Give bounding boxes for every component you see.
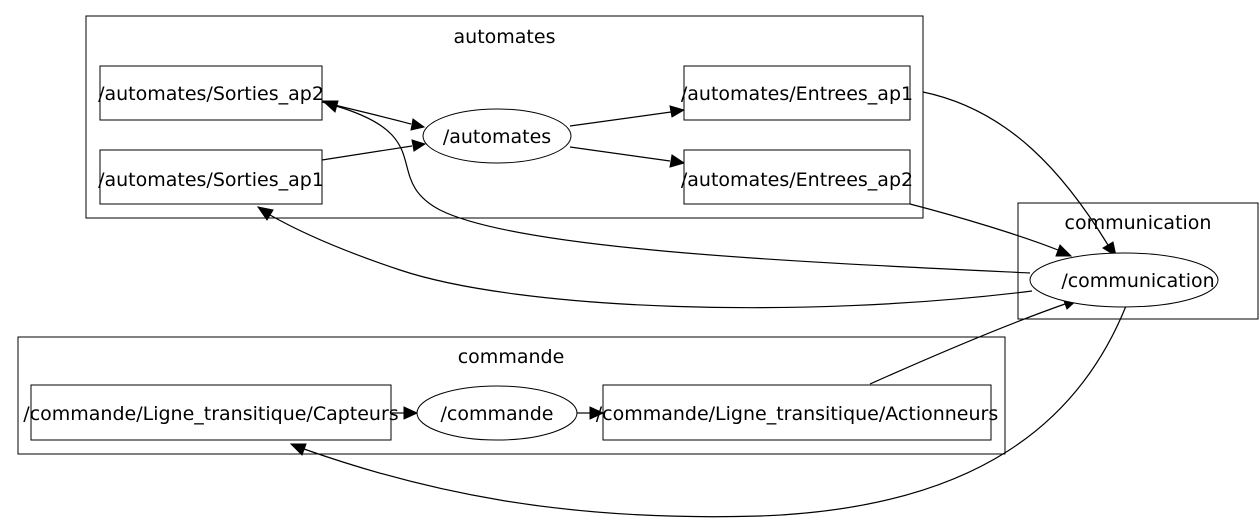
- cluster-automates-label: automates: [454, 26, 556, 48]
- node-sorties-ap1[interactable]: /automates/Sorties_ap1: [98, 149, 324, 205]
- node-capteurs[interactable]: /commande/Ligne_transitique/Capteurs: [23, 384, 399, 441]
- cluster-communication-box: [1017, 202, 1259, 320]
- node-entrees-ap2-box: [683, 149, 911, 205]
- cluster-automates-box: [85, 15, 924, 219]
- node-capteurs-box: [30, 384, 392, 441]
- node-capteurs-label: /commande/Ligne_transitique/Capteurs: [23, 403, 398, 425]
- edge-commande-to-actionneurs-arrow: [589, 406, 605, 420]
- node-commande-ellipse: [416, 385, 578, 441]
- node-sorties-ap2-box: [99, 65, 323, 121]
- cluster-communication-label: communication: [1065, 212, 1212, 234]
- edge-sorties-ap1-to-automates: [321, 139, 427, 161]
- node-entrees-ap2-label: /automates/Entrees_ap2: [681, 169, 913, 191]
- edge-sorties-ap1-to-automates-line: [321, 145, 413, 161]
- cluster-automates: automates: [85, 15, 924, 219]
- edge-automates-to-entrees-ap2-line: [569, 146, 671, 162]
- node-actionneurs-label: /commande/Ligne_transitique/Actionneurs: [596, 403, 999, 425]
- node-sorties-ap1-box: [99, 149, 323, 205]
- node-automates[interactable]: /automates: [422, 108, 572, 164]
- node-sorties-ap2-label: /automates/Sorties_ap2: [98, 83, 324, 105]
- node-entrees-ap1[interactable]: /automates/Entrees_ap1: [681, 65, 913, 121]
- edge-communication-to-capteurs: [289, 305, 1127, 518]
- node-entrees-ap1-box: [683, 65, 911, 121]
- edge-communication-to-sorties-ap2: [321, 100, 1031, 274]
- node-entrees-ap1-label: /automates/Entrees_ap1: [681, 83, 913, 105]
- edge-entrees-ap2-to-communication-line: [909, 203, 1059, 251]
- edge-sorties-ap1-to-automates-arrow: [411, 139, 427, 152]
- edge-commande-to-actionneurs: [576, 406, 605, 420]
- edge-actionneurs-to-communication: [869, 297, 1080, 385]
- edge-automates-to-entrees-ap1-arrow: [669, 105, 686, 118]
- edge-entrees-ap2-to-communication-arrow: [1055, 244, 1073, 257]
- edge-communication-to-sorties-ap2-line: [335, 105, 1031, 274]
- node-sorties-ap1-label: /automates/Sorties_ap1: [98, 169, 324, 191]
- edge-communication-to-sorties-ap1-arrow: [256, 206, 274, 221]
- edge-actionneurs-to-communication-line: [869, 303, 1066, 385]
- edge-entrees-ap1-to-communication-arrow: [1102, 241, 1117, 258]
- node-automates-ellipse: [422, 108, 572, 164]
- edge-automates-to-entrees-ap2: [569, 146, 686, 168]
- node-sorties-ap2[interactable]: /automates/Sorties_ap2: [98, 65, 324, 121]
- edge-automates-to-entrees-ap2-arrow: [669, 154, 686, 168]
- edge-entrees-ap1-to-communication-line: [922, 91, 1109, 246]
- node-actionneurs[interactable]: /commande/Ligne_transitique/Actionneurs: [596, 384, 999, 441]
- edge-communication-to-sorties-ap1: [256, 206, 1033, 309]
- edge-capteurs-to-commande: [391, 406, 419, 420]
- node-commande[interactable]: /commande: [416, 385, 578, 441]
- node-commande-label: /commande: [441, 403, 554, 425]
- cluster-commande: commande: [17, 336, 1006, 455]
- cluster-commande-box: [17, 336, 1006, 455]
- edges: [256, 91, 1127, 518]
- edge-communication-to-capteurs-arrow: [289, 443, 307, 456]
- node-automates-label: /automates: [443, 126, 551, 148]
- node-communication-label: /communication: [1061, 270, 1214, 292]
- edge-entrees-ap1-to-communication: [922, 91, 1117, 258]
- edge-capteurs-to-commande-arrow: [403, 406, 419, 420]
- node-actionneurs-box: [602, 384, 992, 441]
- cluster-communication: communication: [1017, 202, 1259, 320]
- edge-automates-to-entrees-ap1-line: [569, 111, 672, 127]
- edge-sorties-ap2-to-automates-arrow: [410, 118, 426, 131]
- nodes: /automates/Sorties_ap2 /automates/Sortie…: [23, 65, 1219, 441]
- node-communication[interactable]: /communication: [1029, 252, 1219, 308]
- edge-communication-to-capteurs-line: [303, 305, 1127, 518]
- edge-communication-to-sorties-ap1-line: [269, 214, 1033, 309]
- node-entrees-ap2[interactable]: /automates/Entrees_ap2: [681, 149, 913, 205]
- cluster-commande-label: commande: [458, 346, 565, 368]
- edge-communication-to-sorties-ap2-arrow: [321, 100, 339, 113]
- edge-automates-to-entrees-ap1: [569, 105, 686, 127]
- node-communication-ellipse: [1029, 252, 1219, 308]
- edge-entrees-ap2-to-communication: [909, 203, 1073, 257]
